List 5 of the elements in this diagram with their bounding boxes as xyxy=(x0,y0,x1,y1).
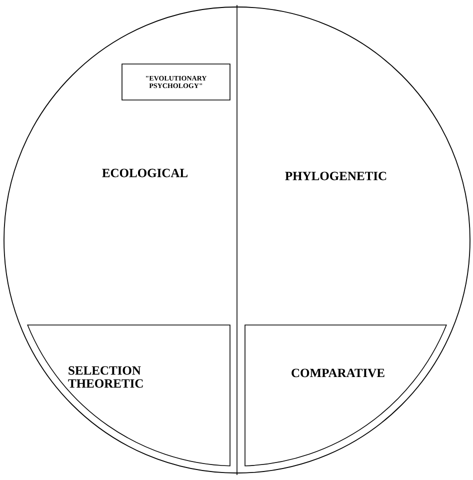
region-box: COMPARATIVE xyxy=(244,324,447,466)
region-label: ECOLOGICAL xyxy=(102,168,188,178)
region-box: SELECTION THEORETIC xyxy=(27,324,230,466)
region-label: PHYLOGENETIC xyxy=(285,172,386,180)
circle xyxy=(4,6,470,474)
